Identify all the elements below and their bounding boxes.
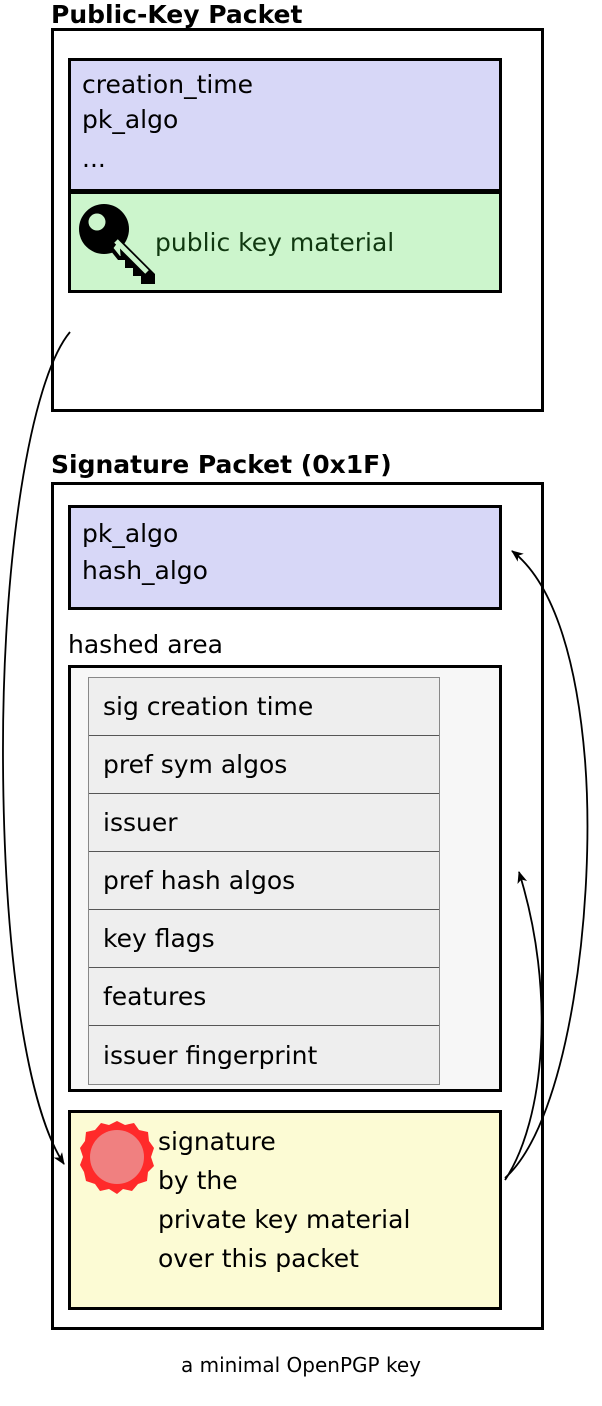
signature-line-4: over this packet — [158, 1244, 359, 1273]
list-item: issuer fingerprint — [89, 1026, 439, 1084]
list-item: issuer — [89, 794, 439, 852]
public-key-header-line-1: creation_time — [82, 70, 254, 99]
signature-algo-line-1: pk_algo — [82, 519, 179, 548]
list-item: key flags — [89, 910, 439, 968]
key-icon — [79, 204, 155, 284]
public-key-packet-title: Public-Key Packet — [51, 0, 303, 29]
list-item: pref hash algos — [89, 852, 439, 910]
signature-algo-line-2: hash_algo — [82, 556, 208, 585]
wax-seal-icon — [80, 1121, 154, 1194]
hashed-area-label: hashed area — [68, 630, 223, 659]
hashed-subpacket-list: sig creation time pref sym algos issuer … — [88, 677, 440, 1085]
list-item: sig creation time — [89, 678, 439, 736]
public-key-material-label: public key material — [155, 228, 395, 257]
public-key-header-field — [68, 58, 502, 192]
signature-line-1: signature — [158, 1127, 276, 1156]
public-key-header-line-2: pk_algo — [82, 105, 179, 134]
diagram-caption: a minimal OpenPGP key — [181, 1353, 421, 1377]
public-key-header-line-3: ... — [82, 144, 106, 173]
list-item: pref sym algos — [89, 736, 439, 794]
signature-line-2: by the — [158, 1166, 238, 1195]
signature-line-3: private key material — [158, 1205, 411, 1234]
signature-packet-title: Signature Packet (0x1F) — [51, 450, 392, 479]
signature-algo-field — [68, 505, 502, 610]
list-item: features — [89, 968, 439, 1026]
